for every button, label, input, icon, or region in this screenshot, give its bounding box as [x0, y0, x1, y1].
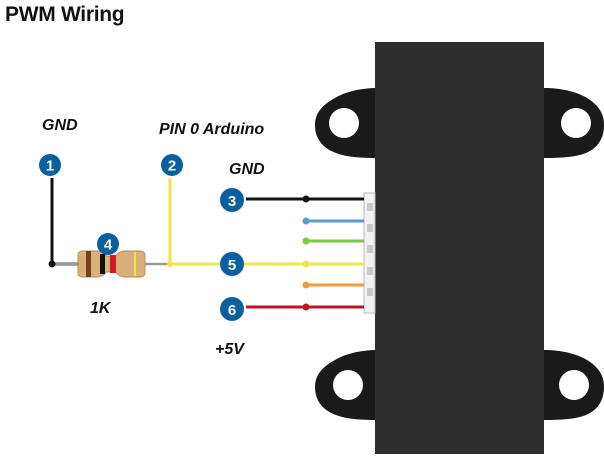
svg-text:4: 4 [104, 237, 113, 254]
junction-dot-yellow [302, 260, 310, 268]
callout-5: 5 [220, 252, 244, 276]
lidar-module-body [375, 42, 544, 454]
connector-header [363, 192, 376, 314]
gnd-top-label: GND [42, 117, 78, 134]
svg-text:6: 6 [228, 302, 236, 319]
pin0-arduino-label: PIN 0 Arduino [159, 121, 265, 138]
junction-dot-pin0 [167, 261, 173, 267]
svg-text:3: 3 [228, 193, 236, 210]
callout-4: 4 [97, 233, 119, 255]
callout-3: 3 [220, 188, 244, 212]
callout-2: 2 [161, 154, 183, 176]
wire-end-blue [302, 217, 310, 225]
diagram-title: PWM Wiring [5, 3, 125, 26]
svg-text:5: 5 [228, 257, 236, 274]
wire-gnd-to-resistor [50, 178, 78, 266]
module-mounting-tab-bottom-right [544, 350, 604, 420]
module-mounting-tab-bottom-left [315, 350, 378, 420]
callout-1: 1 [39, 154, 61, 176]
plus5v-label: +5V [215, 341, 244, 358]
module-mounting-tab-top-right [544, 88, 604, 158]
svg-text:2: 2 [168, 158, 176, 175]
junction-dot-red [302, 303, 310, 311]
module-mounting-tab-top-left [315, 88, 378, 158]
wire-end-orange [302, 281, 310, 289]
callout-6: 6 [220, 297, 244, 321]
wire-end-green [302, 237, 310, 245]
resistor-value-label: 1K [90, 300, 111, 317]
resistor-1k [77, 250, 146, 278]
junction-dot-black [302, 195, 310, 203]
junction-dot-gnd [48, 260, 56, 268]
gnd-connector-label: GND [229, 161, 265, 178]
svg-text:1: 1 [46, 158, 54, 175]
